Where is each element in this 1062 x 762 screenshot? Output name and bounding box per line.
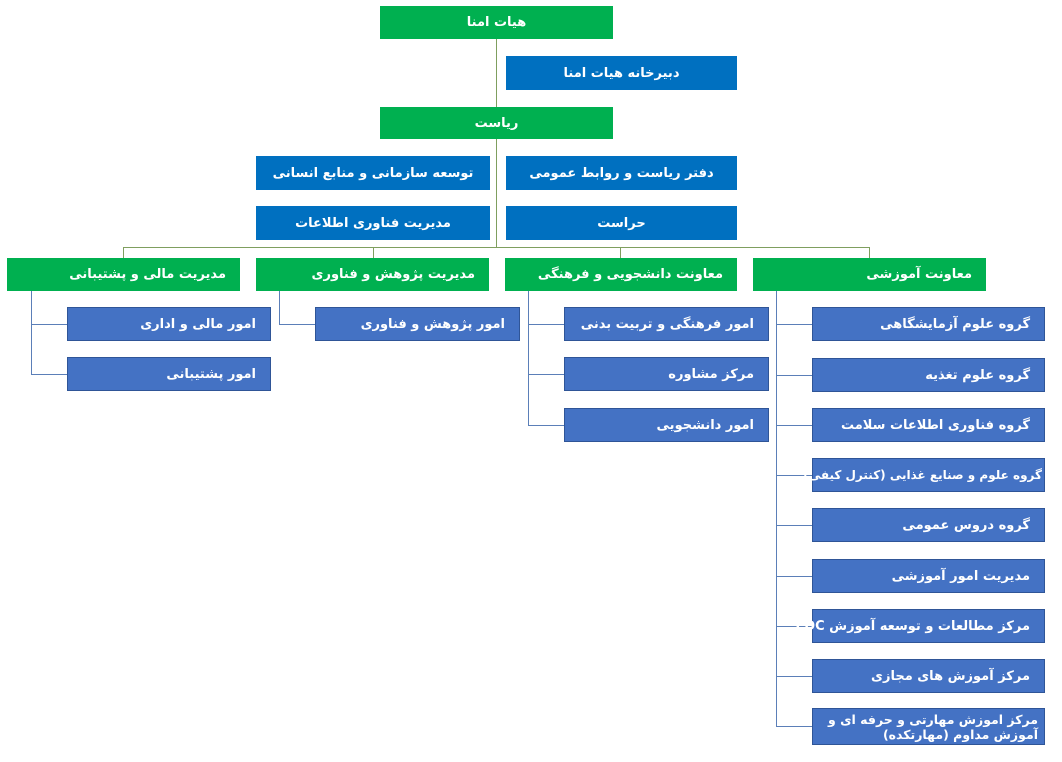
student-unit-box: امور دانشجویی <box>564 408 769 442</box>
education-branch <box>776 626 812 627</box>
connector-finance-drop <box>123 247 124 258</box>
education-branch <box>776 324 812 325</box>
education-unit-box: مدیریت امور آموزشی <box>812 559 1045 593</box>
board-of-trustees-box: هیات امنا <box>380 6 613 39</box>
connector-education-drop <box>869 247 870 258</box>
connector-presidency-departments <box>496 139 497 248</box>
education-unit-box: گروه فناوری اطلاعات سلامت <box>812 408 1045 442</box>
student-branch <box>528 324 564 325</box>
finance-unit-box: امور پشتیبانی <box>67 357 271 391</box>
education-branch <box>776 375 812 376</box>
connector-research-drop <box>373 247 374 258</box>
education-branch <box>776 475 812 476</box>
education-unit-box: مرکز اموزش مهارتی و حرفه ای و آموزش مداو… <box>812 708 1045 745</box>
connector-departments-bar <box>123 247 870 248</box>
research-spine <box>279 291 280 325</box>
finance-management-box: مدیریت مالی و پشتیبانی <box>7 258 240 291</box>
finance-branch <box>31 374 67 375</box>
education-unit-box: مرکز مطالعات و توسعه آموزش EDC <box>795 609 1045 643</box>
education-deputy-box: معاونت آموزشی <box>753 258 986 291</box>
public-relations-box: دفتر ریاست و روابط عمومی <box>506 156 737 190</box>
education-unit-box: مرکز آموزش های مجازی <box>812 659 1045 693</box>
connector-board-presidency <box>496 39 497 108</box>
education-branch <box>776 576 812 577</box>
education-branch <box>776 525 812 526</box>
education-unit-box: گروه علوم تغذیه <box>812 358 1045 392</box>
finance-unit-box: امور مالی و اداری <box>67 307 271 341</box>
student-unit-box: مرکز مشاوره <box>564 357 769 391</box>
finance-spine <box>31 291 32 375</box>
education-branch <box>776 676 812 677</box>
education-branch <box>776 425 812 426</box>
presidency-box: ریاست <box>380 107 613 139</box>
finance-branch <box>31 324 67 325</box>
student-spine <box>528 291 529 426</box>
research-branch <box>279 324 315 325</box>
student-unit-box: امور فرهنگی و تربیت بدنی <box>564 307 769 341</box>
connector-student-drop <box>620 247 621 258</box>
education-unit-box: گروه علوم آزمایشگاهی <box>812 307 1045 341</box>
research-management-box: مدیریت پژوهش و فناوری <box>256 258 489 291</box>
education-spine <box>776 291 777 726</box>
research-unit-box: امور پژوهش و فناوری <box>315 307 520 341</box>
hr-development-box: توسعه سازمانی و منابع انسانی <box>256 156 490 190</box>
board-secretariat-box: دبیرخانه هیات امنا <box>506 56 737 90</box>
education-unit-box: گروه علوم و صنایع غذایی (کنترل کیفی) <box>803 458 1045 492</box>
education-unit-box: گروه دروس عمومی <box>812 508 1045 542</box>
student-cultural-deputy-box: معاونت دانشجویی و فرهنگی <box>505 258 737 291</box>
student-branch <box>528 374 564 375</box>
student-branch <box>528 425 564 426</box>
security-box: حراست <box>506 206 737 240</box>
it-management-box: مدیریت فناوری اطلاعات <box>256 206 490 240</box>
education-branch <box>776 726 812 727</box>
